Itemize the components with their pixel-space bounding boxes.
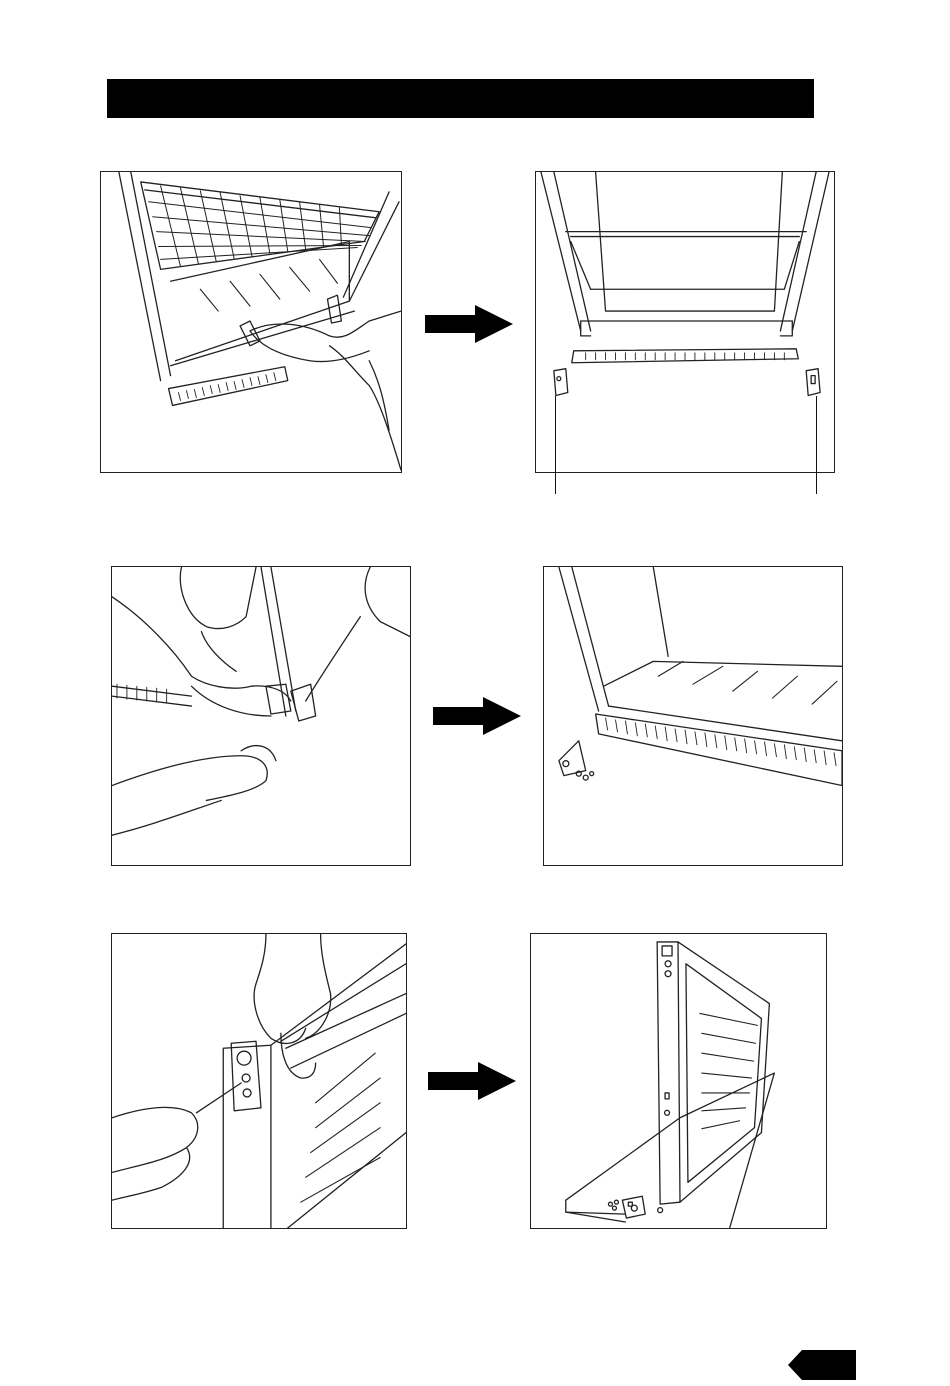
illustration-detach-hinge xyxy=(111,566,411,866)
right-arrow-icon xyxy=(433,697,521,735)
illustration-cabinet-without-kickplate xyxy=(535,171,835,473)
illustration-door-removed xyxy=(530,933,827,1229)
callout-line-right xyxy=(816,396,817,494)
page-tab-icon xyxy=(788,1350,856,1380)
callout-line-left xyxy=(555,396,556,494)
section-header-bar xyxy=(107,79,814,118)
illustration-unscrew-door xyxy=(111,933,407,1229)
illustration-hinge-removed xyxy=(543,566,843,866)
illustration-remove-kickplate xyxy=(100,171,402,473)
right-arrow-icon xyxy=(428,1062,516,1100)
right-arrow-icon xyxy=(425,305,513,343)
